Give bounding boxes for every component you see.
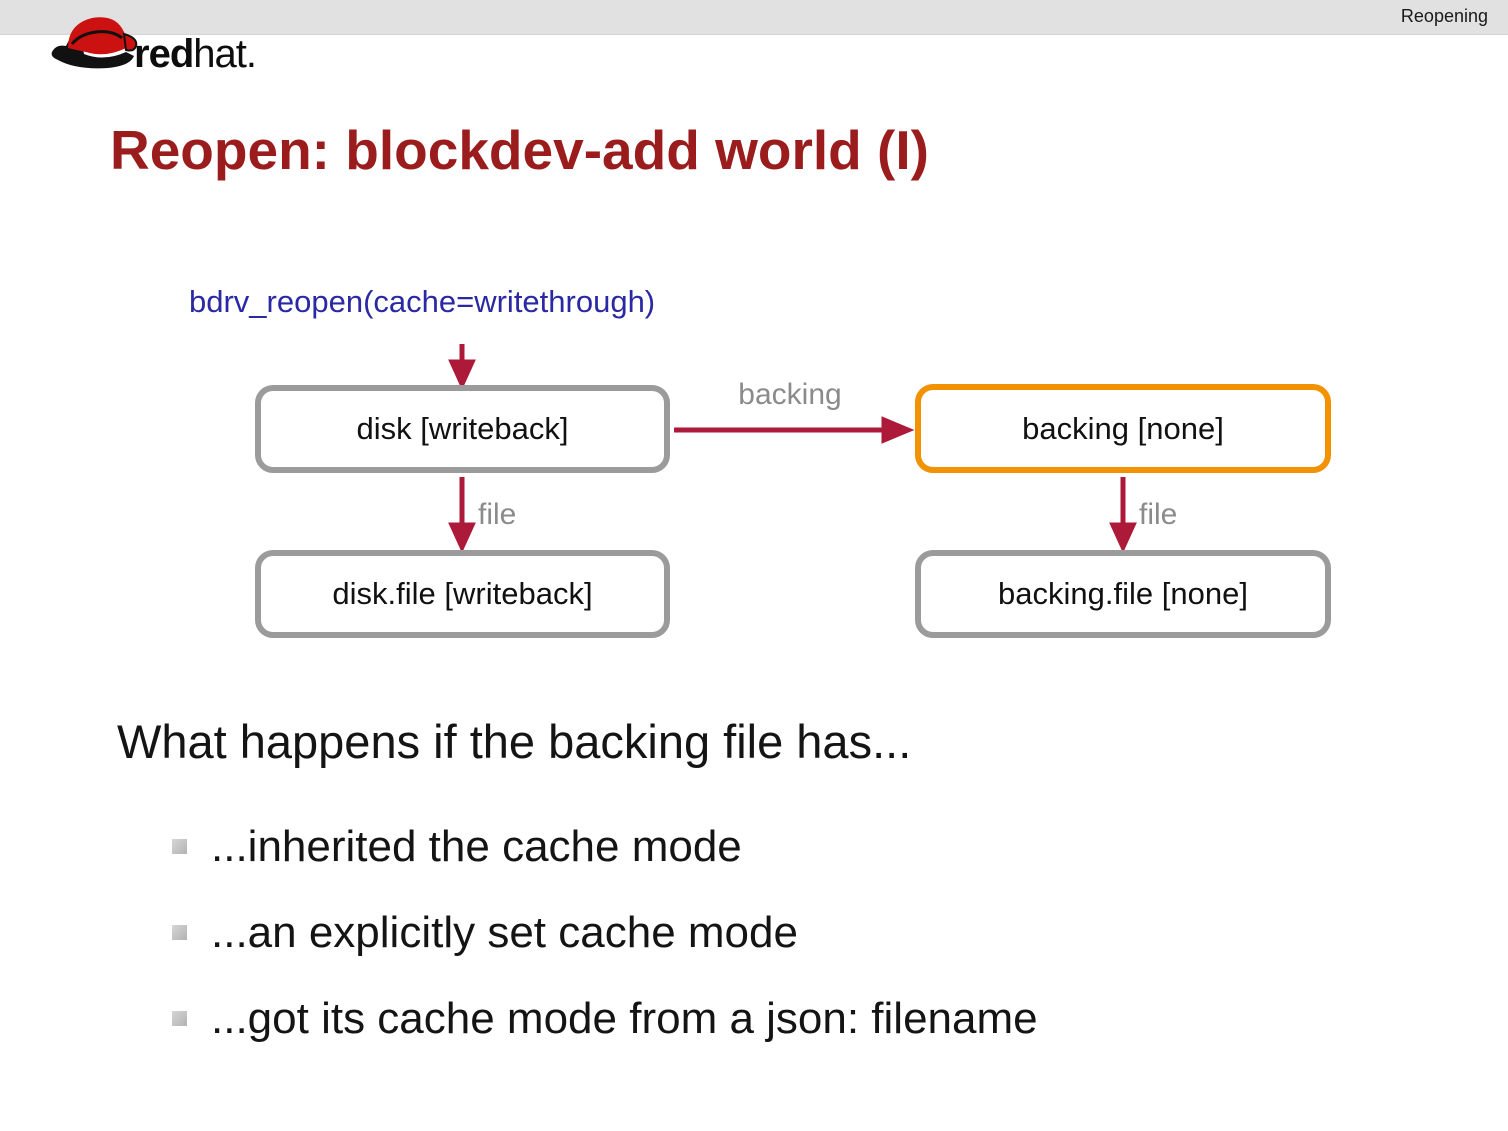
bdrv-reopen-call-label: bdrv_reopen(cache=writethrough) xyxy=(189,284,656,319)
arrowhead-disk-to-diskfile xyxy=(448,522,476,554)
question-line: What happens if the backing file has... xyxy=(117,715,912,768)
bullet-item: ...an explicitly set cache mode xyxy=(172,906,798,960)
edge-label-backing: backing xyxy=(738,378,842,411)
arrowhead-backing-to-backingfile xyxy=(1109,522,1137,554)
redhat-logo: redhat. xyxy=(46,4,257,76)
square-bullet-icon xyxy=(172,839,187,854)
node-disk-file: disk.file [writeback] xyxy=(255,550,670,638)
arrowhead-reopen-to-disk xyxy=(448,359,476,391)
bullet-text: ...got its cache mode from a json: filen… xyxy=(211,994,1038,1043)
wordmark-red: red xyxy=(134,32,194,76)
node-backing-highlighted: backing [none] xyxy=(915,384,1331,473)
square-bullet-icon xyxy=(172,925,187,940)
edge-label-file-right: file xyxy=(1139,498,1178,531)
bullet-text: ...inherited the cache mode xyxy=(211,822,742,871)
section-header-bar: Reopening xyxy=(0,0,1508,35)
bullet-text: ...an explicitly set cache mode xyxy=(211,908,798,957)
redhat-wordmark: redhat. xyxy=(134,32,257,76)
square-bullet-icon xyxy=(172,1011,187,1026)
section-title: Reopening xyxy=(1400,6,1488,26)
bullet-item: ...got its cache mode from a json: filen… xyxy=(172,992,1038,1046)
wordmark-hat: hat. xyxy=(193,32,257,76)
edge-label-file-left: file xyxy=(478,498,517,531)
node-disk: disk [writeback] xyxy=(255,385,670,473)
arrowhead-disk-to-backing xyxy=(881,416,915,444)
redhat-fedora-icon xyxy=(51,17,138,69)
slide-title: Reopen: blockdev-add world (I) xyxy=(110,119,929,181)
bullet-item: ...inherited the cache mode xyxy=(172,820,742,874)
node-backing-file: backing.file [none] xyxy=(915,550,1331,638)
